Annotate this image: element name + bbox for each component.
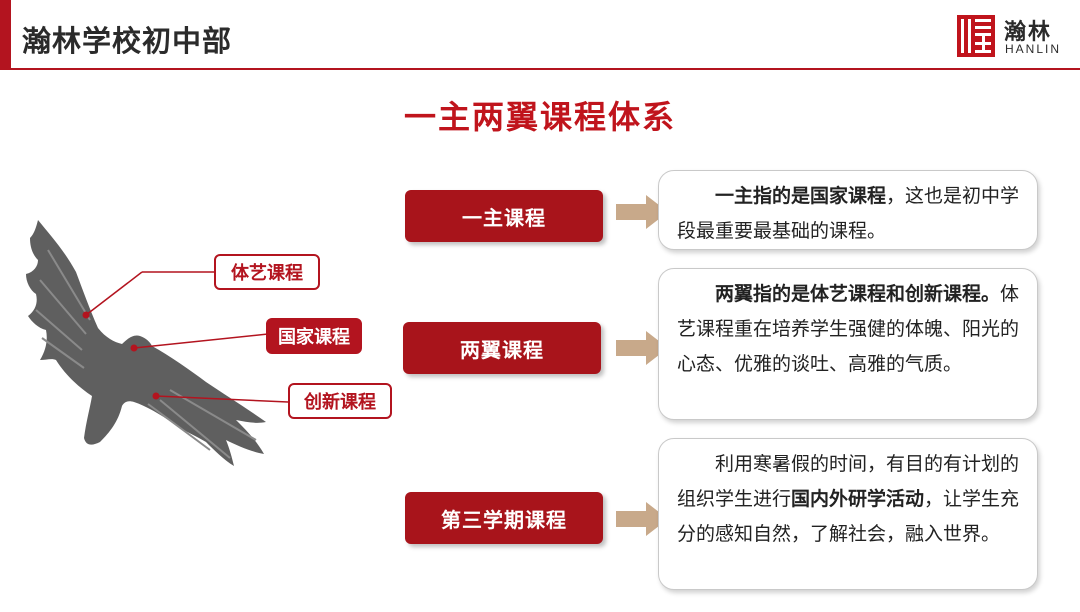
eagle-silhouette-icon	[26, 220, 289, 466]
header-accent-bar	[0, 0, 11, 68]
description-wings-bold: 两翼指的是体艺课程和创新课程。	[715, 283, 1001, 305]
arrow-right-icon	[616, 502, 668, 536]
tag-arts-course: 体艺课程	[214, 254, 320, 290]
description-main-bold: 一主指的是国家课程	[715, 185, 887, 207]
tag-innovation-course: 创新课程	[288, 383, 392, 419]
header-bar: 瀚林学校初中部 瀚林 HANLIN	[0, 0, 1080, 68]
school-logo: 瀚林 HANLIN	[956, 14, 1076, 58]
arrow-right-icon	[616, 331, 668, 365]
logo-text-en: HANLIN	[1005, 42, 1062, 56]
description-third-post: ，让学生充分的感知自然，了解社会，融入世界。	[677, 488, 1020, 545]
description-main-course: 一主指的是国家课程，这也是初中学段最重要最基础的课程。	[658, 170, 1038, 250]
arrow-right-icon	[616, 195, 668, 229]
description-wings-text: 体艺课程重在培养学生强健的体魄、阳光的心态、优雅的谈吐、高雅的气质。	[677, 283, 1020, 375]
description-third-pre: 利用寒暑假的时间，有目的有计划的组织学生进行	[677, 453, 1020, 510]
tag-national-course: 国家课程	[266, 318, 362, 354]
course-button-wings[interactable]: 两翼课程	[403, 322, 601, 374]
description-third-term-course: 利用寒暑假的时间，有目的有计划的组织学生进行国内外研学活动，让学生充分的感知自然…	[658, 438, 1038, 590]
course-button-third-term[interactable]: 第三学期课程	[405, 492, 603, 544]
description-main-text: ，这也是初中学段最重要最基础的课程。	[677, 185, 1020, 242]
page-title: 一主两翼课程体系	[403, 98, 676, 136]
description-third-bold: 国内外研学活动	[791, 488, 925, 510]
header-divider	[0, 68, 1080, 70]
description-wings-course: 两翼指的是体艺课程和创新课程。体艺课程重在培养学生强健的体魄、阳光的心态、优雅的…	[658, 268, 1038, 420]
header-title: 瀚林学校初中部	[22, 24, 233, 58]
logo-text-cn: 瀚林	[1004, 20, 1053, 45]
course-button-main[interactable]: 一主课程	[405, 190, 603, 242]
logo-seal-icon	[957, 15, 995, 57]
